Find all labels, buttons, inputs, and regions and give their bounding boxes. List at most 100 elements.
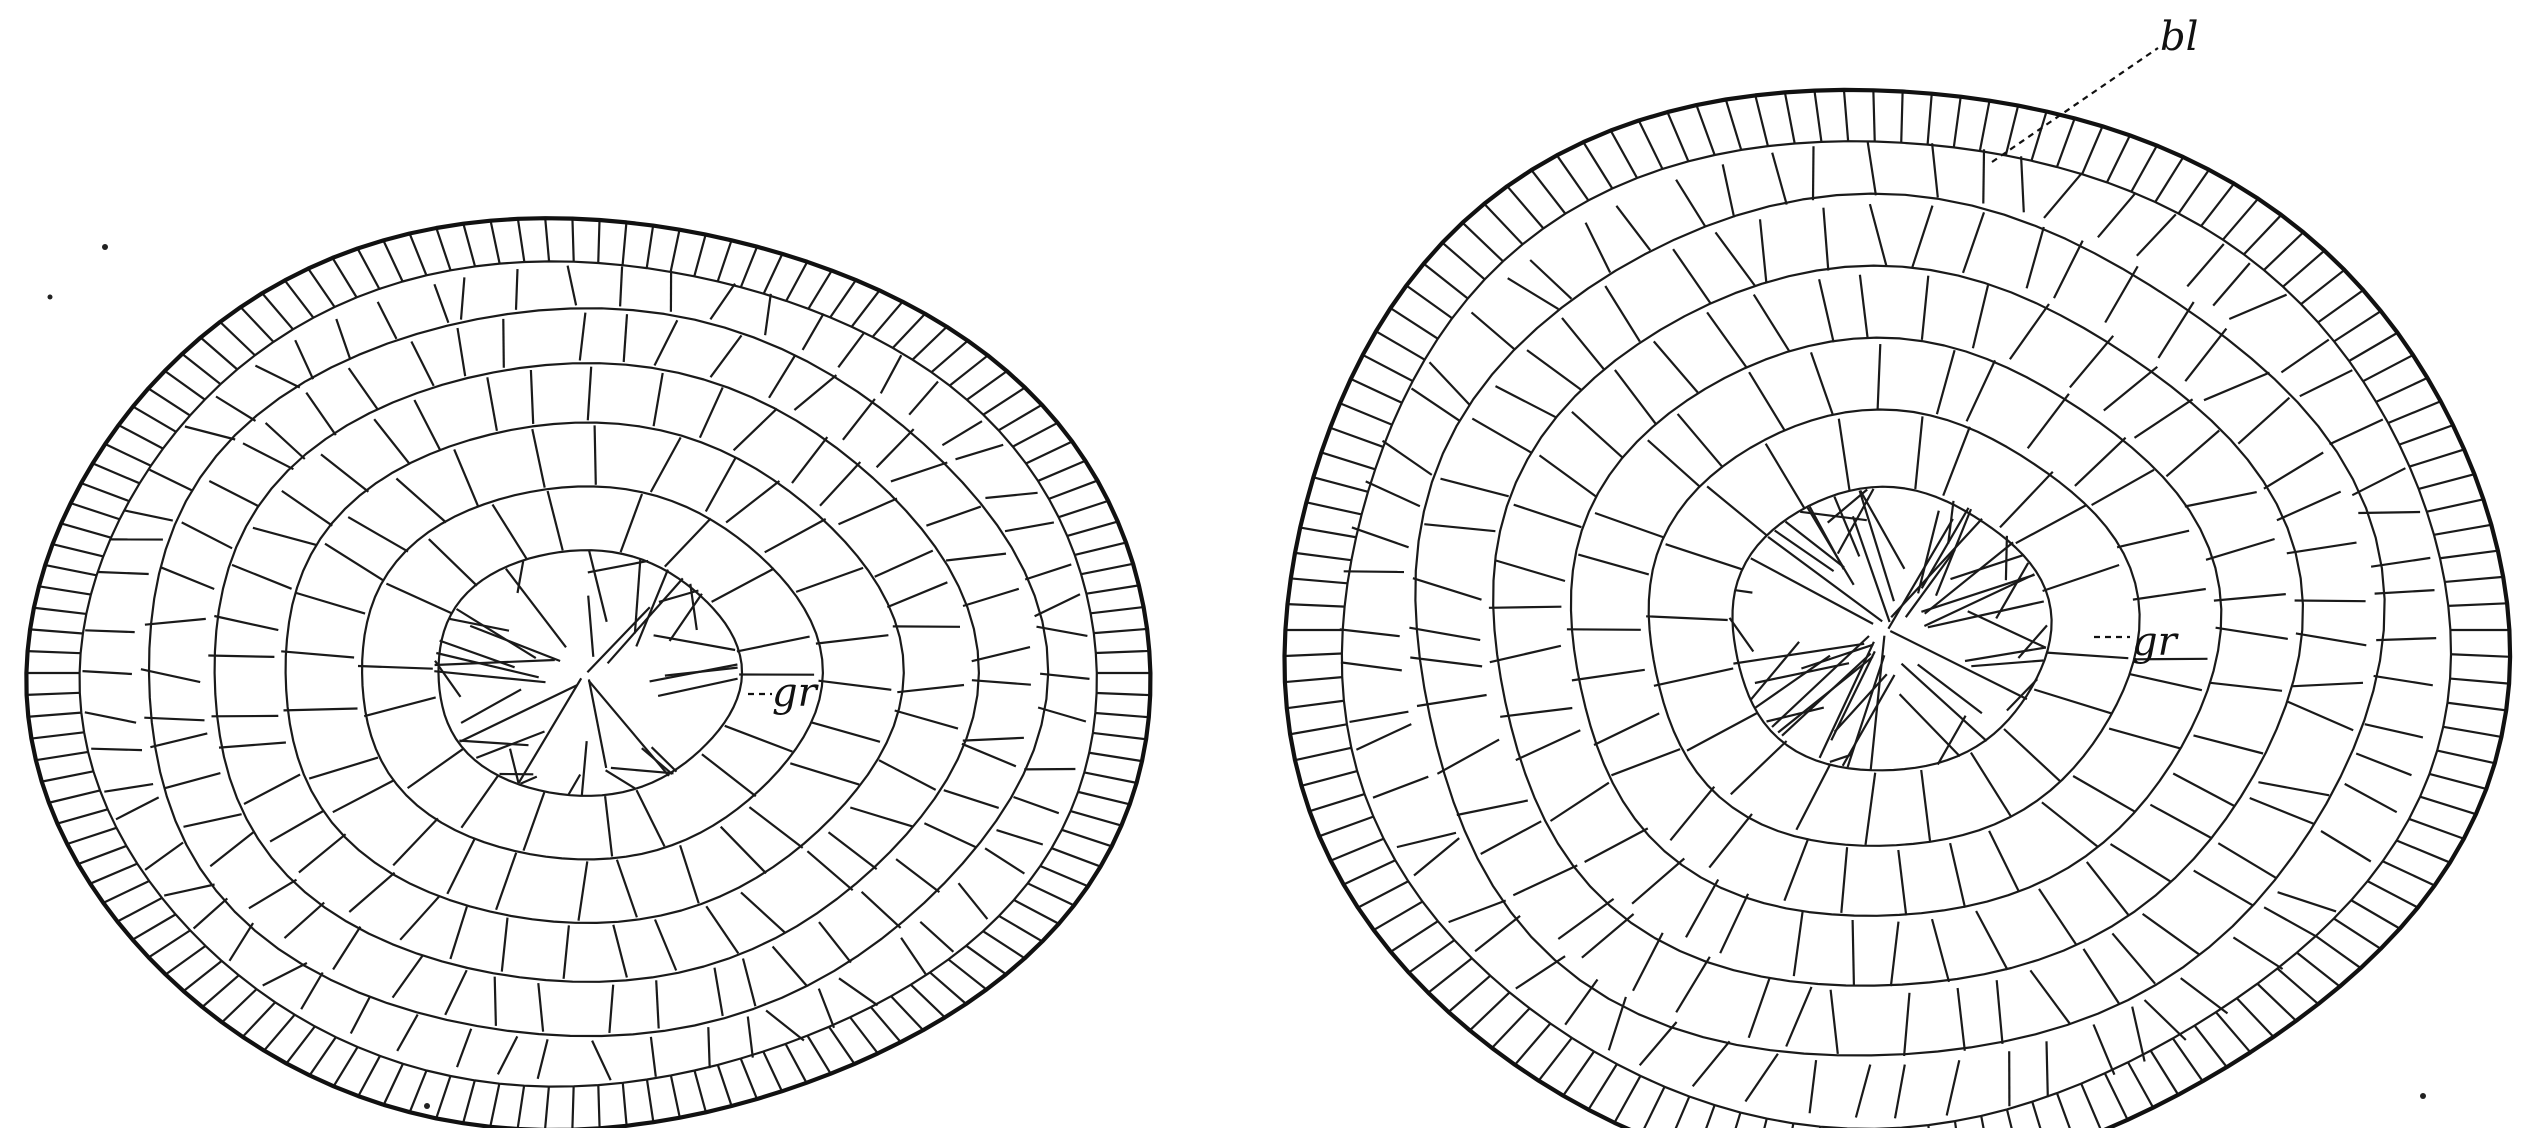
cortex-cell-wall [145, 843, 183, 870]
epidermal-cell-wall [2173, 1038, 2203, 1081]
epidermal-cell-wall [967, 371, 1007, 400]
cortex-cell-wall [1586, 223, 1611, 273]
core-cell-wall [588, 596, 593, 657]
cortex-cell-wall [1551, 783, 1609, 821]
cortex-cell-wall [1693, 1041, 1730, 1086]
epidermal-cell-wall [1954, 97, 1961, 148]
epidermal-cell-wall [1093, 733, 1146, 739]
cortex-cell-wall [748, 1017, 753, 1058]
epidermal-cell-wall [2223, 199, 2258, 240]
epidermal-cell-wall [149, 930, 191, 957]
epidermal-cell-wall [2388, 401, 2441, 423]
cortex-cell-wall [2365, 724, 2423, 737]
cortex-cell-wall [2039, 889, 2076, 944]
epidermal-cell-wall [999, 405, 1042, 430]
cortex-cell-wall [1813, 146, 1814, 200]
cortex-cell-wall [2000, 472, 2053, 528]
cortex-cell-wall [1891, 922, 1899, 987]
cortex-cell-wall [2356, 754, 2411, 776]
cortex-cell-wall [1654, 341, 1698, 392]
cortex-cell-wall [1344, 571, 1404, 572]
epidermal-cell-wall [1358, 881, 1408, 907]
epidermal-cell-wall [1344, 860, 1396, 884]
epidermal-cell-wall [2131, 146, 2157, 192]
epidermal-cell-wall [1095, 713, 1148, 717]
cortex-cell-wall [2112, 933, 2155, 983]
cortex-cell-wall [2133, 589, 2206, 600]
cortex-cell-wall [875, 551, 933, 577]
cortex-cell-wall [282, 491, 333, 526]
cortex-cell-wall [1513, 865, 1577, 895]
cortex-cell-wall [208, 656, 274, 657]
cortex-cell-wall [2352, 468, 2405, 495]
cortex-cell-wall [1481, 821, 1542, 854]
cortex-cell-wall [2150, 805, 2212, 839]
epidermal-cell-wall [830, 280, 856, 317]
cortex-cell-wall [1796, 764, 1830, 830]
cortex-cell-wall [400, 896, 439, 940]
cortex-cell-wall [351, 996, 370, 1033]
epidermal-cell-wall [410, 234, 427, 276]
epidermal-cell-wall [764, 254, 783, 294]
core-cell-wall [1918, 511, 1939, 594]
cortex-cell-wall [309, 758, 378, 779]
cortex-cell-wall [2087, 862, 2128, 915]
cortex-cell-wall [1611, 749, 1680, 775]
cortex-cell-wall [700, 387, 723, 437]
epidermal-cell-wall [184, 961, 222, 991]
core-cell-wall [606, 770, 636, 789]
cortex-cell-wall [2016, 505, 2086, 543]
epidermal-cell-wall [1539, 1038, 1572, 1081]
cortex-cell-wall [765, 294, 771, 335]
cortex-cell-wall [1943, 427, 1970, 496]
cortex-cell-wall [348, 517, 408, 552]
core-cell-wall [608, 578, 683, 663]
cortex-cell-wall [710, 284, 735, 320]
epidermal-cell-wall [1873, 90, 1874, 141]
epidermal-cell-wall [1052, 848, 1101, 866]
cortex-cell-wall [617, 860, 637, 918]
cortex-cell-wall [306, 393, 336, 436]
cortex-cell-wall [819, 681, 892, 690]
epidermal-cell-wall [2128, 1062, 2153, 1107]
epidermal-cell-wall [34, 608, 86, 614]
epidermal-cell-wall [741, 247, 757, 287]
epidermal-cell-wall [71, 503, 120, 519]
cortex-cell-wall [2104, 367, 2158, 411]
cortex-cell-wall [219, 743, 286, 748]
epidermal-cell-wall [2429, 774, 2486, 789]
cortex-cell-wall [1794, 912, 1803, 977]
cortex-cell-wall [374, 419, 410, 464]
epidermal-cell-wall [31, 732, 84, 738]
epidermal-cell-wall [410, 1070, 427, 1112]
cortex-cell-wall [711, 335, 742, 377]
epidermal-cell-wall [1814, 91, 1821, 142]
cortex-cell-wall [1947, 1060, 1960, 1115]
cortex-cell-wall [1678, 414, 1723, 467]
epidermal-cell-wall [1295, 748, 1351, 760]
cortex-cell-wall [358, 666, 433, 669]
cortex-cell-wall [816, 635, 889, 643]
cortex-cell-wall [1500, 708, 1572, 717]
cortex-cell-wall [1648, 440, 1700, 487]
cortex-cell-wall [209, 481, 259, 507]
epidermal-cell-wall [1611, 131, 1637, 178]
cortex-cell-wall [244, 775, 300, 805]
core-cell-wall [1951, 555, 2024, 579]
cortex-cell-wall [230, 923, 254, 961]
cortex-cell-wall [1489, 607, 1562, 608]
cortex-cell-wall [2218, 843, 2277, 878]
epidermal-cell-wall [1285, 654, 1342, 656]
epidermal-cell-wall [671, 1075, 680, 1117]
cortex-cell-wall [579, 861, 588, 920]
cortex-cell-wall [2111, 844, 2171, 882]
cortex-cell-wall [605, 796, 612, 856]
epidermal-cell-wall [1484, 204, 1522, 244]
cortex-cell-wall [164, 885, 214, 896]
cortex-cell-wall [592, 1041, 611, 1081]
core-cell-wall [1902, 664, 1987, 741]
epidermal-cell-wall [1463, 223, 1503, 262]
epidermal-cell-wall [671, 230, 680, 272]
cortex-cell-wall [803, 314, 824, 350]
cortex-cell-wall [887, 582, 947, 607]
